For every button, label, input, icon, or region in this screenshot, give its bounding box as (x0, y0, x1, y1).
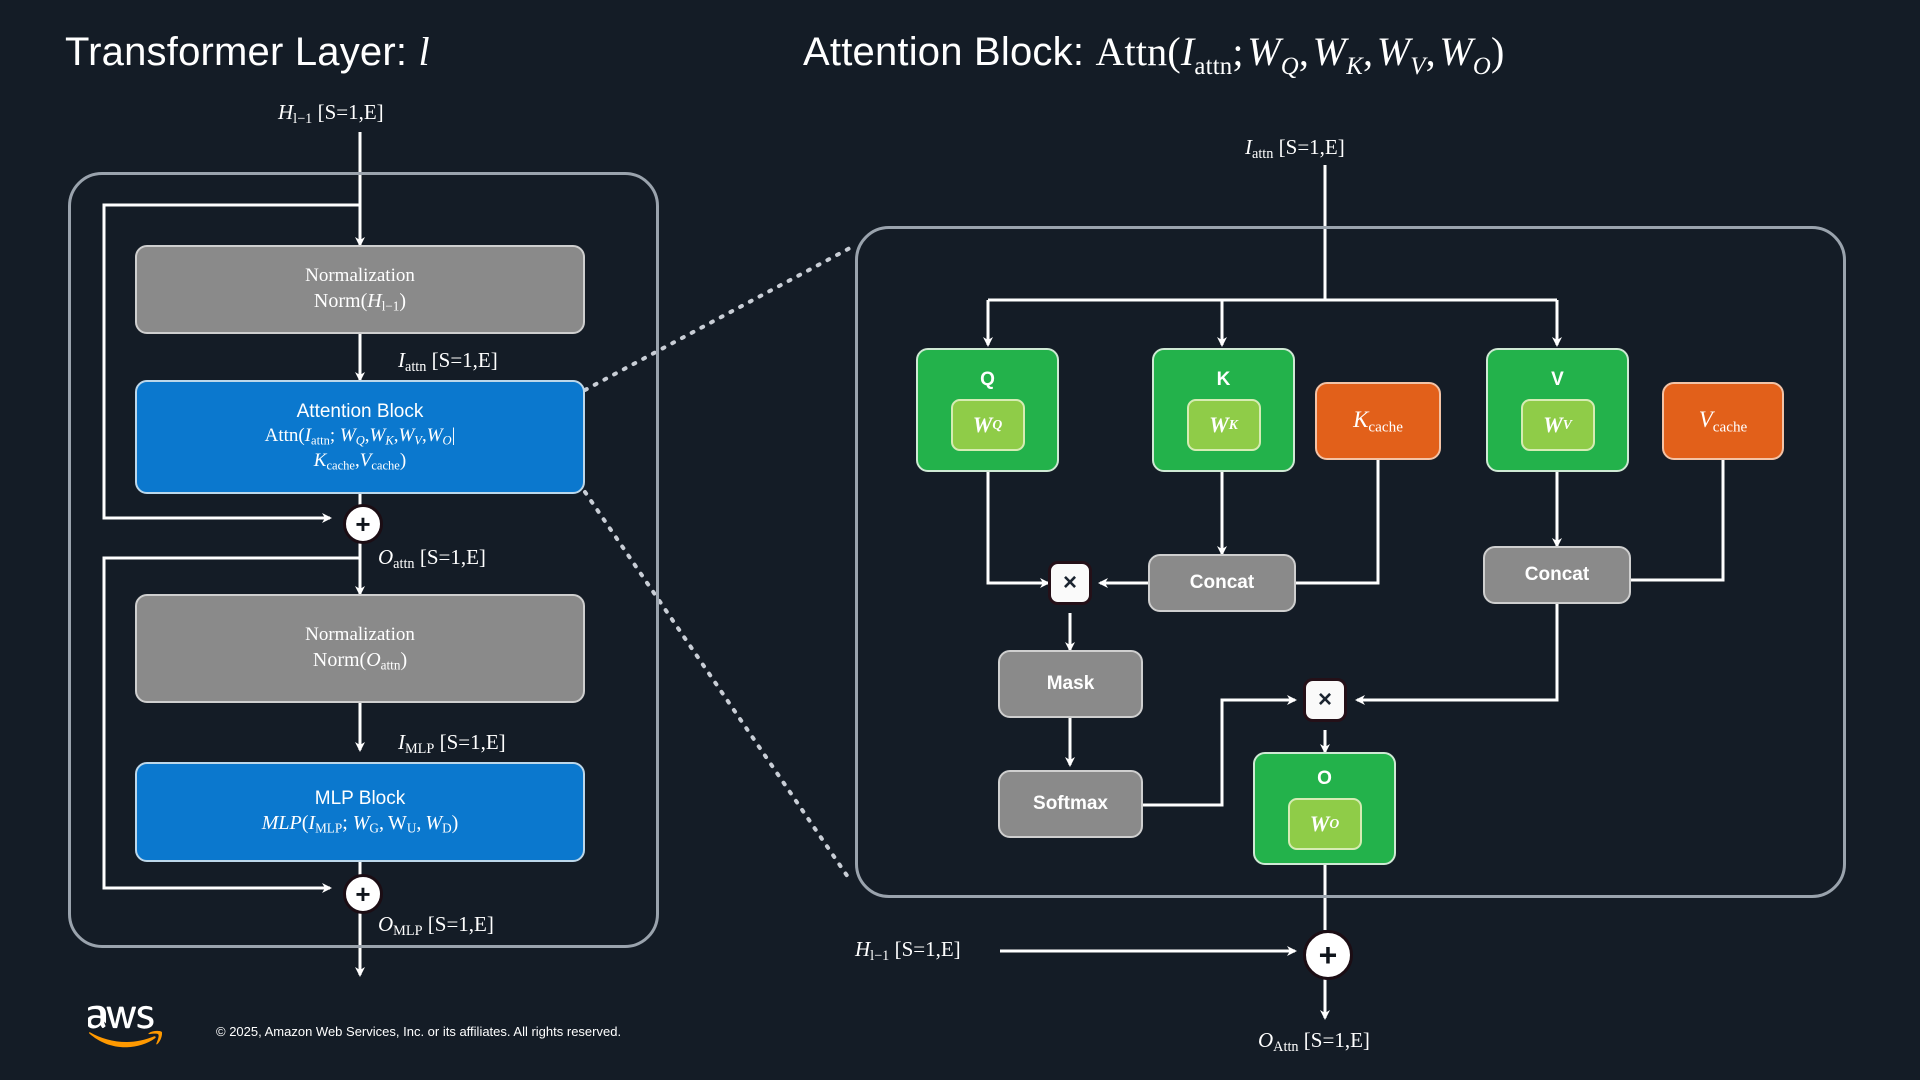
attention-block-line2: Attn(Iattn; WQ,WK,WV,WO| (264, 425, 456, 448)
label-h-input-left: Hl−1 [S=1,E] (278, 100, 384, 127)
left-panel-title: Transformer Layer: l (65, 28, 430, 75)
attention-block-left[interactable]: Attention Block Attn(Iattn; WQ,WK,WV,WO|… (135, 380, 585, 494)
concat-k-block[interactable]: Concat (1148, 554, 1296, 612)
matmul-av-node[interactable]: × (1303, 678, 1347, 722)
norm1-line2: Norm(Hl−1) (313, 289, 407, 314)
matmul-av-symbol: × (1317, 686, 1332, 713)
attention-block-line1: Attention Block (296, 401, 424, 423)
label-o-mlp: OMLP [S=1,E] (378, 912, 494, 939)
mask-label: Mask (1046, 673, 1095, 694)
label-i-attn-right: Iattn [S=1,E] (1245, 135, 1345, 162)
label-i-attn: Iattn [S=1,E] (398, 348, 498, 375)
concat-v-label: Concat (1524, 564, 1590, 585)
right-title-prefix: Attention Block: (803, 30, 1096, 74)
v-header: V (1551, 369, 1564, 390)
softmax-block[interactable]: Softmax (998, 770, 1143, 838)
norm1-line1: Normalization (305, 265, 415, 287)
concat-v-block[interactable]: Concat (1483, 546, 1631, 604)
mask-block[interactable]: Mask (998, 650, 1143, 718)
norm2-line2: Norm(Oattn) (312, 648, 408, 673)
attention-residual-add-symbol: + (1318, 937, 1338, 973)
copyright-text: © 2025, Amazon Web Services, Inc. or its… (216, 1024, 622, 1039)
label-o-attn-output: OAttn [S=1,E] (1258, 1028, 1370, 1055)
q-header: Q (980, 369, 995, 390)
normalization-block-1[interactable]: Normalization Norm(Hl−1) (135, 245, 585, 334)
label-i-mlp: IMLP [S=1,E] (398, 730, 506, 757)
label-h-residual-right: Hl−1 [S=1,E] (855, 937, 961, 964)
left-title-variable: l (418, 29, 430, 74)
k-cache-label: Kcache (1353, 407, 1403, 436)
residual-add-2-symbol: + (355, 879, 371, 909)
residual-add-1-symbol: + (355, 509, 371, 539)
k-cache-block[interactable]: Kcache (1315, 382, 1441, 460)
right-panel-title: Attention Block: Attn(Iattn; WQ, WK, WV,… (803, 28, 1505, 81)
mlp-line1: MLP Block (314, 787, 406, 809)
attention-block-line3: Kcache,Vcache) (313, 449, 407, 473)
residual-add-2[interactable]: + (343, 874, 383, 914)
matmul-qk-symbol: × (1062, 569, 1077, 596)
residual-add-1[interactable]: + (343, 504, 383, 544)
attention-residual-add[interactable]: + (1303, 930, 1353, 980)
norm2-line1: Normalization (305, 624, 415, 646)
v-cache-label: Vcache (1698, 407, 1748, 436)
attention-block-group (855, 226, 1846, 898)
normalization-block-2[interactable]: Normalization Norm(Oattn) (135, 594, 585, 703)
transformer-layer-group (68, 172, 659, 948)
right-title-formula: Attn(Iattn; WQ, WK, WV, WO) (1095, 29, 1505, 80)
o-header: O (1317, 767, 1332, 789)
mlp-block[interactable]: MLP Block MLP(IMLP; WG, WU, WD) (135, 762, 585, 862)
v-cache-block[interactable]: Vcache (1662, 382, 1784, 460)
matmul-qk-node[interactable]: × (1048, 561, 1092, 605)
k-header: K (1216, 369, 1231, 390)
left-title-prefix: Transformer Layer: (65, 30, 419, 74)
mlp-line2: MLP(IMLP; WG, WU, WD) (261, 812, 459, 837)
label-o-attn: Oattn [S=1,E] (378, 545, 486, 572)
concat-k-label: Concat (1189, 572, 1255, 593)
softmax-label: Softmax (1033, 793, 1108, 814)
aws-logo (86, 1002, 163, 1053)
